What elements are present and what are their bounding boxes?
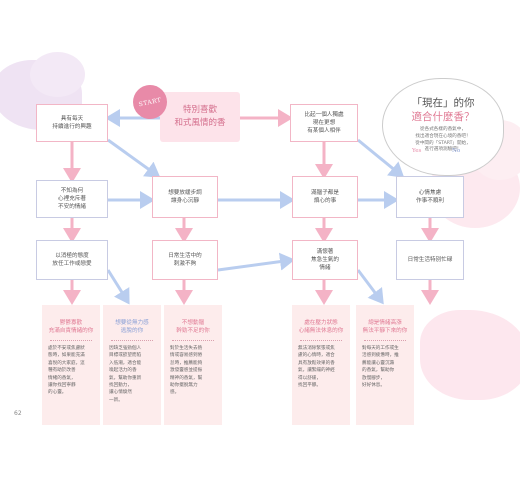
result-card: 鬱鬱寡歡 充滿自責情緒的你 處於不安或焦慮狀 態時，如果能充滿 喜悅的大家庭，這… [42,305,100,425]
result-title: 不想動腦 幹勁不足的你 [176,320,210,334]
node-prefer-company: 比起一個人獨處 現在更想 有某個人相伴 [290,104,358,142]
result-title: 想要從無力感 逃脫的你 [115,320,149,334]
node-label: 不知為何 心裡充斥著 不安的情緒 [58,188,86,210]
node-label: 比起一個人獨處 現在更想 有某個人相伴 [304,112,344,134]
node-label: 日常生活特別忙碌 [407,257,453,263]
result-card: 想要從無力感 逃脫的你 因缺乏強勁個人 目標或欲望而陷 入低潮，適合能 喚起活力… [103,305,161,425]
result-card: 處在壓力狀態 心緒無法休息的你 無法消除緊張或焦 慮的心情時，適合 具有放鬆效果… [292,305,350,425]
node-frustrated: 滿懷著 焦急生氣的 情緒 [292,240,358,280]
intro-title-line2: 適合什麼香？ [411,111,475,123]
node-label: 以消極的態度 放任工作或戀愛 [52,253,92,267]
node-label: 想要放緩步調 讓身心沉靜 [168,190,202,204]
node-daily-hobby: 具有每天 持續進行的興趣 [36,104,108,142]
start-box: 特別喜歡 和式風情的香 [160,92,240,142]
node-irritated: 心情焦慮 作事不順利 [396,176,464,218]
start-label: START [138,96,162,108]
result-body: 無法消除緊張或焦 慮的心情時，適合 具有放鬆效果的香 氣，讓緊繃的神經 得以舒緩… [298,346,335,389]
node-worries: 滿腦子都是 煩心的事 [292,176,358,218]
legend-yes: Yes [412,148,422,154]
result-card: 總是情緒高漲 無法平靜下來的你 對每天的工作或生 活感到疲憊時，推 薦能讓心靈沉… [356,305,414,425]
node-passive: 以消極的態度 放任工作或戀愛 [36,240,108,280]
result-divider [111,340,153,341]
legend-no: No [452,148,461,154]
node-anxious: 不知為何 心裡充斥著 不安的情緒 [36,180,108,218]
result-body: 對每天的工作或生 活感到疲憊時，推 薦能讓心靈沉澱 的香氣，幫助你 放慢腳步， … [362,346,399,389]
decorative-blob [420,310,520,400]
result-body: 因缺乏強勁個人 目標或欲望而陷 入低潮，適合能 喚起活力的香 氣，幫助你重新 找… [109,346,142,403]
result-divider [172,340,214,341]
node-label: 日常生活中的 刺激不夠 [168,253,202,267]
result-body: 處於不安或焦慮狀 態時，如果能充滿 喜悅的大家庭，這 種有助於改善 情緒的香氣，… [48,346,85,396]
node-busy: 日常生活特別忙碌 [396,240,464,280]
start-box-line1: 特別喜歡 [182,105,217,115]
result-title: 鬱鬱寡歡 充滿自責情緒的你 [48,320,94,334]
result-title: 總是情緒高漲 無法平靜下來的你 [362,320,408,334]
node-slow-down: 想要放緩步調 讓身心沉靜 [152,176,218,218]
result-body: 對於生活失去熱 情或容易感到倦 怠時，推薦能夠 激發靈感並提振 精神的香氣，幫 … [170,346,203,396]
node-label: 滿腦子都是 煩心的事 [311,190,339,204]
node-label: 心情焦慮 作事不順利 [416,190,444,204]
node-label: 具有每天 持續進行的興趣 [52,116,92,130]
intro-description: 從各式各樣的香氣中， 找出適合現在心境的香吧！ 從中間的「START」開始， 進… [415,127,471,153]
result-divider [50,340,92,341]
result-divider [364,340,406,341]
intro-title-line1: 「現在」的你 [411,97,475,109]
intro-panel: 「現在」的你 適合什麼香？ 從各式各樣的香氣中， 找出適合現在心境的香吧！ 從中… [382,78,504,176]
result-card: 不想動腦 幹勁不足的你 對於生活失去熱 情或容易感到倦 怠時，推薦能夠 激發靈感… [164,305,222,425]
page-number: 62 [14,410,22,417]
start-box-line2: 和式風情的香 [174,118,226,128]
result-divider [300,340,342,341]
node-label: 滿懷著 焦急生氣的 情緒 [311,249,339,271]
result-title: 處在壓力狀態 心緒無法休息的你 [298,320,344,334]
decorative-blob [30,52,85,97]
node-low-stimulus: 日常生活中的 刺激不夠 [152,240,218,280]
